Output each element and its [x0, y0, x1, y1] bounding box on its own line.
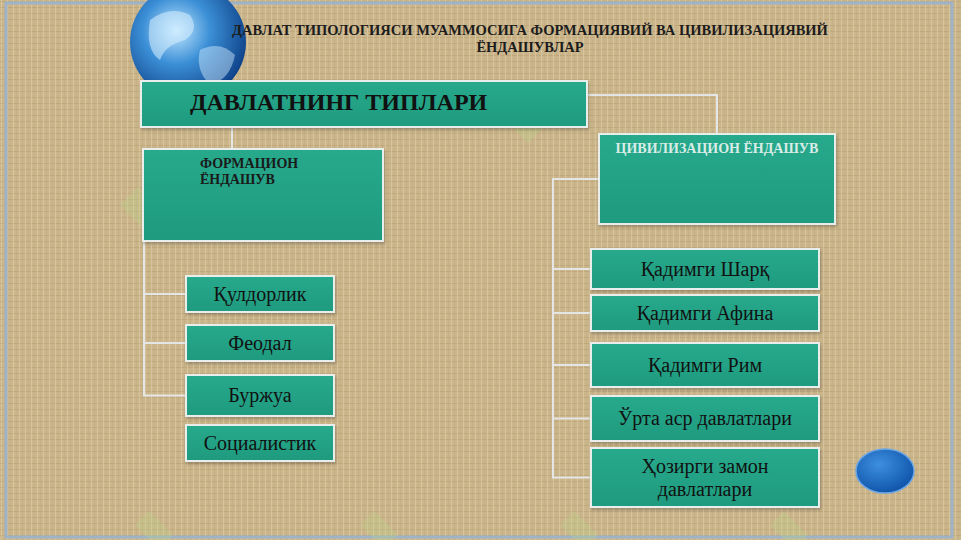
connector: [588, 95, 717, 133]
nav-button: [856, 449, 914, 493]
slide-title: ДАВЛАТ ТИПОЛОГИЯСИ МУАММОСИГА ФОРМАЦИЯВИ…: [210, 22, 850, 56]
approach-box: ФОРМАЦИОН ЁНДАШУВ: [142, 148, 384, 242]
type-box: Ўрта аср давлатлари: [590, 395, 820, 442]
box-label: ФОРМАЦИОН ЁНДАШУВ: [200, 156, 372, 188]
frame: [6, 3, 952, 537]
connector: [553, 179, 598, 313]
type-box: Ҳозирги замон давлатлари: [590, 447, 820, 508]
connector: [231, 128, 233, 148]
box-label: Ўрта аср давлатлари: [598, 407, 812, 430]
root-box: ДАВЛАТНИНГ ТИПЛАРИ: [140, 80, 588, 128]
type-box: Қадимги Афина: [590, 294, 820, 332]
box-label: Феодал: [193, 332, 327, 355]
type-box: Феодал: [185, 324, 335, 362]
connector: [144, 242, 185, 294]
type-box: Буржуа: [185, 374, 335, 417]
box-label: Қулдорлик: [193, 283, 327, 306]
box-label: ЦИВИЛИЗАЦИОН ЁНДАШУВ: [608, 141, 826, 157]
type-box: Қадимги Шарқ: [590, 248, 820, 290]
type-box: Қадимги Рим: [590, 342, 820, 388]
connector: [144, 242, 185, 343]
box-label: Қадимги Шарқ: [598, 258, 812, 281]
box-label: Қадимги Рим: [598, 354, 812, 377]
box-label: ДАВЛАТНИНГ ТИПЛАРИ: [190, 88, 576, 116]
type-box: Социалистик: [185, 424, 335, 462]
box-label: Ҳозирги замон давлатлари: [598, 455, 812, 501]
box-label: Буржуа: [193, 384, 327, 407]
approach-box: ЦИВИЛИЗАЦИОН ЁНДАШУВ: [598, 133, 836, 225]
box-label: Қадимги Афина: [598, 302, 812, 325]
connector: [144, 242, 185, 396]
type-box: Қулдорлик: [185, 275, 335, 313]
box-label: Социалистик: [193, 432, 327, 455]
